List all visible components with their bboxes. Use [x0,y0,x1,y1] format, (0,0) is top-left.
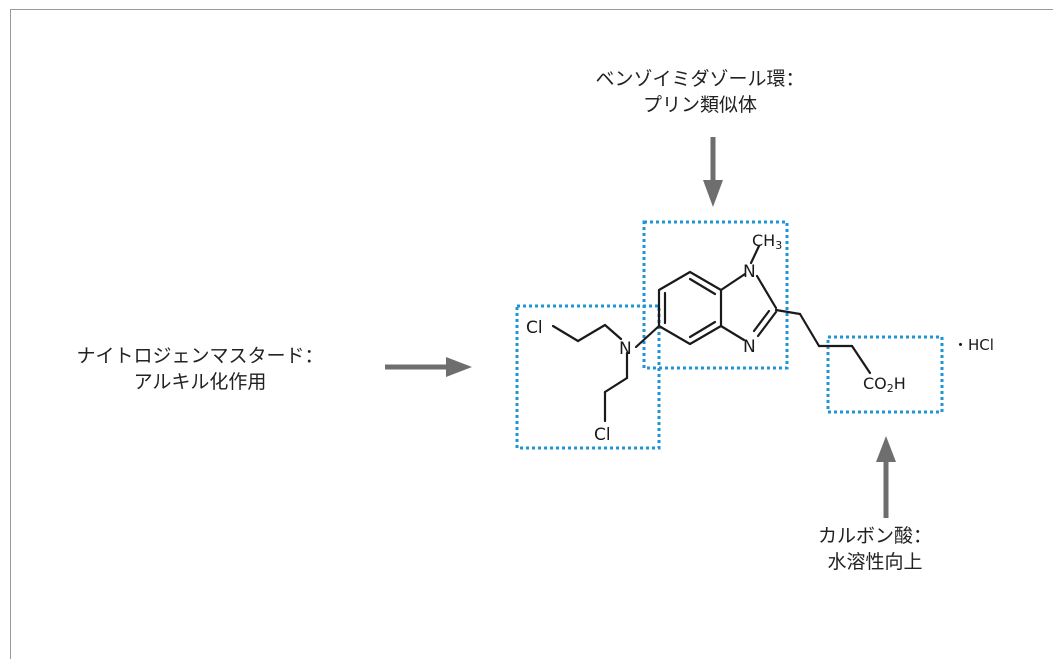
figure-frame [10,9,1053,659]
benzimidazole-label: ベンゾイミダゾール環： プリン類似体 [580,66,820,118]
atom-labels: Cl Cl N N N CH3 CO2H ・HCl [526,231,994,445]
arrow-down-to-benzimidazole [703,137,723,207]
box-carboxylic-acid [826,335,944,414]
box-nitrogen-mustard [515,304,661,450]
nitrogen-mustard-label: ナイトロジェンマスタード： アルキル化作用 [40,343,360,395]
bonds [551,244,872,423]
atom-n-ring-top: N [743,262,756,282]
methyl-group: CH3 [752,231,782,252]
ring-bond-c2-n3 [756,310,778,338]
benzene-inner-bond-1 [688,277,717,296]
bond-c1-c2 [576,323,607,343]
benzimidazole-label-line1: ベンゾイミダゾール環： [595,68,805,90]
carboxylic-acid-label: カルボン酸： 水溶性向上 [780,523,970,575]
bond-amine-ring [634,324,661,349]
arrow-up-to-acid [876,436,896,518]
bond-chain1-chain2 [798,312,821,348]
hcl-salt-label: ・HCl [953,336,994,354]
methyl-subscript: 3 [775,239,782,252]
carboxylic-acid-label-line1: カルボン酸： [817,525,932,547]
benzimidazole-label-line2: プリン類似体 [642,94,757,116]
benzene-inner-bond-2 [688,320,717,339]
nitrogen-mustard-label-line2: アルキル化作用 [133,371,267,393]
atom-cl-top: Cl [526,318,543,338]
carboxyl-group: CO2H [863,374,906,395]
bond-chain3-acid [850,344,872,375]
bond-n-methyl [749,244,761,265]
ring-bond-n1-c2 [755,274,778,310]
methyl-label: CH [752,231,775,250]
atom-n-amine: N [619,339,632,359]
atom-n-ring-bottom: N [743,337,756,357]
bond-c2-cl [551,324,580,343]
carboxyl-subscript: 2 [887,382,894,395]
bond-n-c1 [603,323,623,341]
ring-bond-c2-n3-double [752,309,771,333]
bond-c2-chain1 [774,308,802,316]
arrow-right-to-mustard [385,357,472,377]
carboxyl-h: H [894,374,906,393]
ring-bond-n3-c [719,324,746,342]
nitrogen-mustard-label-line1: ナイトロジェンマスタード： [76,345,324,367]
box-benzimidazole [642,220,789,370]
carboxyl-co: CO [863,374,887,393]
ring-bond-c-n1 [719,272,747,292]
arrows [385,137,896,518]
highlight-boxes [515,220,944,450]
carboxylic-acid-label-line2: 水溶性向上 [827,551,923,573]
atom-cl-bottom: Cl [594,425,611,445]
benzene-ring-bonds [657,270,723,346]
bond-c3-c4 [603,376,629,394]
